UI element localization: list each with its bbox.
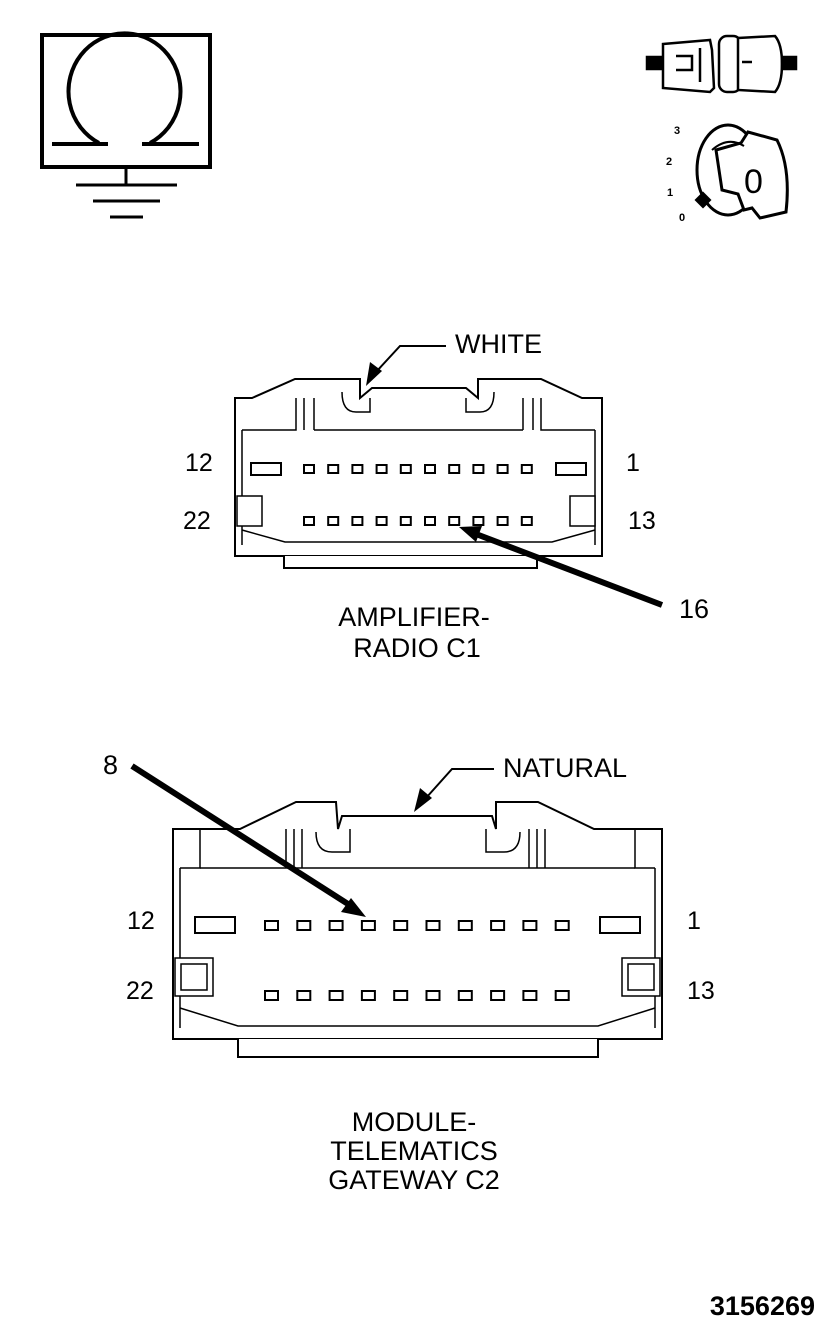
c2-top-cavity: [425, 920, 441, 931]
c2-bottom-cavity: [296, 990, 312, 1001]
c1-name-line-1: AMPLIFIER-: [338, 602, 490, 632]
c1-bottom-cavity: [424, 516, 436, 526]
c1-bottom-cavity: [327, 516, 340, 526]
c1-top-cavity: [424, 464, 436, 474]
c1-pin-label-1: 1: [626, 449, 640, 477]
c2-bottom-cavity: [328, 990, 344, 1001]
figure-number: 3156269: [710, 1291, 815, 1321]
c2-bottom-cavity: [490, 990, 506, 1001]
ignition-position-0: 0: [679, 212, 685, 224]
c1-bottom-cavity: [303, 516, 315, 526]
c2-top-cavity: [264, 920, 279, 931]
c2-bottom-cavity: [360, 990, 376, 1001]
c1-top-cavity: [303, 464, 315, 474]
c1-name-line-2: RADIO C1: [353, 633, 481, 663]
c2-top-cavity: [296, 920, 312, 931]
c2-bottom-cavity: [393, 990, 409, 1001]
c2-top-cavity: [328, 920, 344, 931]
c1-pin-label-12: 12: [185, 449, 213, 477]
c2-pin-label-12: 12: [127, 907, 155, 935]
disconnected-connector-icon: [645, 34, 798, 94]
c1-connector-body: [234, 378, 603, 569]
c2-color-callout: NATURAL: [503, 753, 627, 783]
c2-connector-body: [172, 801, 663, 1058]
c1-bottom-cavity: [399, 516, 412, 526]
c1-top-cavity: [327, 464, 340, 474]
c1-top-cavity: [351, 464, 364, 474]
ohm-ground-icon: [40, 31, 212, 219]
c2-top-cavity: [457, 920, 473, 931]
connector-c2: NATURAL 12 1 22 13 8: [103, 750, 715, 1195]
c2-bottom-cavity: [457, 990, 473, 1001]
c1-top-cavity: [375, 464, 388, 474]
c1-color-callout: WHITE: [455, 329, 542, 359]
c1-top-wide-cavity-left: [250, 462, 282, 476]
c2-bottom-cavity: [264, 990, 279, 1001]
ignition-position-2: 2: [666, 156, 672, 168]
c1-bottom-cavity-row: [303, 516, 533, 526]
c2-probe-line: [130, 763, 350, 907]
ignition-key-label: 0: [744, 163, 763, 201]
c2-bottom-cavity: [522, 990, 538, 1001]
c2-top-cavity-row: [194, 916, 641, 934]
c1-probe-pin-label: 16: [679, 594, 709, 624]
c1-bottom-cavity: [351, 516, 364, 526]
ignition-position-3: 3: [674, 125, 680, 137]
c2-name-line-1: MODULE-: [352, 1107, 477, 1137]
c2-bottom-cavity: [425, 990, 441, 1001]
c1-top-wide-cavity-right: [555, 462, 587, 476]
ignition-key-off-icon: 3 2 1 0 0: [666, 123, 789, 224]
c2-top-cavity: [360, 920, 376, 931]
c2-top-cavity: [393, 920, 409, 931]
c2-name-line-3: GATEWAY C2: [328, 1165, 500, 1195]
ignition-position-1: 1: [667, 187, 673, 199]
c1-pin-label-13: 13: [628, 507, 656, 535]
c1-bottom-cavity: [520, 516, 533, 526]
c1-bottom-cavity: [472, 516, 485, 526]
c2-top-cavity: [554, 920, 570, 931]
c1-probe-line: [474, 531, 664, 608]
c2-top-wide-cavity-left: [194, 916, 236, 934]
c1-top-cavity: [520, 464, 533, 474]
c1-top-cavity: [399, 464, 412, 474]
c1-top-cavity: [496, 464, 509, 474]
c2-probe-pin-label: 8: [103, 750, 118, 780]
c1-top-cavity: [472, 464, 485, 474]
c2-top-wide-cavity-right: [599, 916, 641, 934]
c1-bottom-cavity: [496, 516, 509, 526]
c2-name-line-2: TELEMATICS: [330, 1136, 498, 1166]
connector-c1: WHITE 12 1 22 13 16 AMPLIFIER-: [183, 329, 709, 663]
c1-pin-label-22: 22: [183, 507, 211, 535]
c1-bottom-cavity: [448, 516, 461, 526]
c2-top-cavity: [490, 920, 506, 931]
c2-bottom-cavity-row: [264, 990, 570, 1001]
c1-bottom-cavity: [375, 516, 388, 526]
c2-pin-label-13: 13: [687, 977, 715, 1005]
c1-top-cavity: [448, 464, 461, 474]
c2-bottom-cavity: [554, 990, 570, 1001]
c2-top-cavity: [522, 920, 538, 931]
c2-pin-label-22: 22: [126, 977, 154, 1005]
c2-pin-label-1: 1: [687, 907, 701, 935]
c1-top-cavity-row: [250, 462, 587, 476]
